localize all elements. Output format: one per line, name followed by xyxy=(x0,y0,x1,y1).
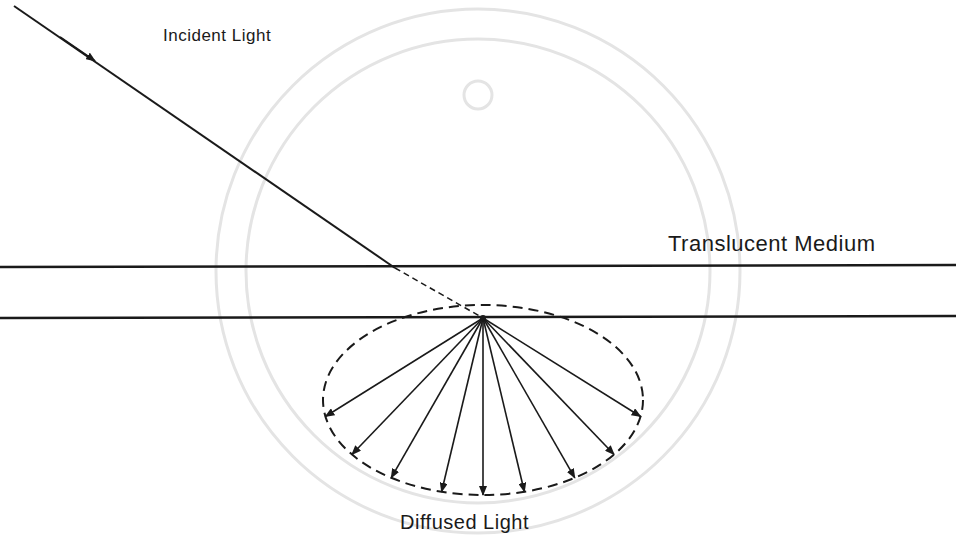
medium-bottom-surface xyxy=(0,316,956,318)
watermark-seal xyxy=(216,9,740,533)
incident-label: Incident Light xyxy=(163,26,271,46)
medium-top-surface xyxy=(0,265,956,267)
diffused-rays xyxy=(325,318,640,495)
refracted-ray xyxy=(395,268,483,318)
diffused-label: Diffused Light xyxy=(400,511,529,534)
incident-arrowhead xyxy=(60,37,95,61)
diffusion-point xyxy=(480,315,486,321)
diffusion-envelope xyxy=(323,305,643,495)
incident-ray xyxy=(14,6,395,268)
medium-label: Translucent Medium xyxy=(668,231,875,257)
